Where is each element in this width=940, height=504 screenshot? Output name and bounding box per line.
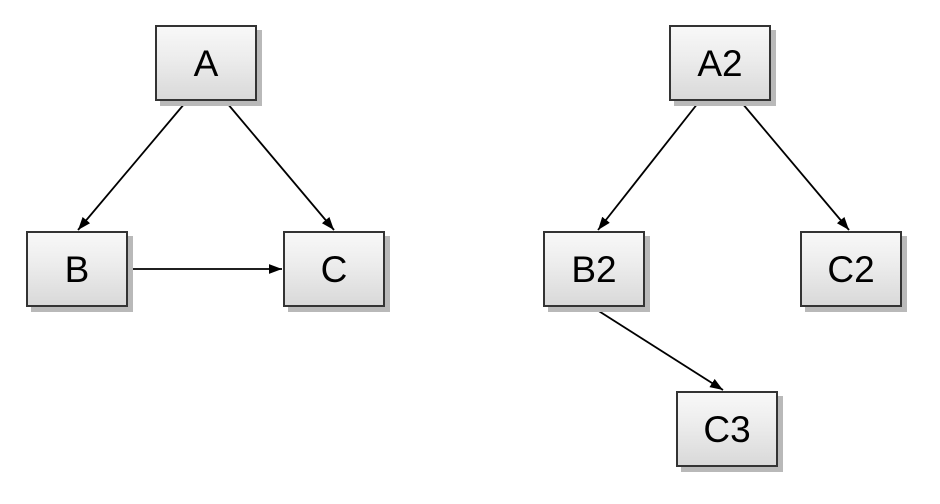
graph-node-a: A: [155, 25, 257, 101]
node-label-a2: A2: [697, 42, 743, 84]
node-label-b: B: [64, 248, 90, 290]
node-label-c: C: [320, 248, 348, 290]
graph-node-a2: A2: [669, 25, 771, 101]
graph-node-c: C: [283, 231, 385, 307]
node-label-c2: C2: [827, 248, 875, 290]
node-label-a: A: [193, 42, 219, 84]
edge-b2-to-c3: [593, 307, 724, 391]
edge-a2-to-c2: [741, 102, 850, 231]
edge-a-to-b: [77, 102, 186, 231]
edge-a2-to-b2: [597, 102, 699, 231]
graph-node-c2: C2: [800, 231, 902, 307]
graph-node-b2: B2: [543, 231, 645, 307]
graph-node-b: B: [26, 231, 128, 307]
edge-a-to-c: [226, 102, 335, 231]
node-label-c3: C3: [703, 408, 751, 450]
node-label-b2: B2: [571, 248, 617, 290]
graph-node-c3: C3: [676, 391, 778, 467]
